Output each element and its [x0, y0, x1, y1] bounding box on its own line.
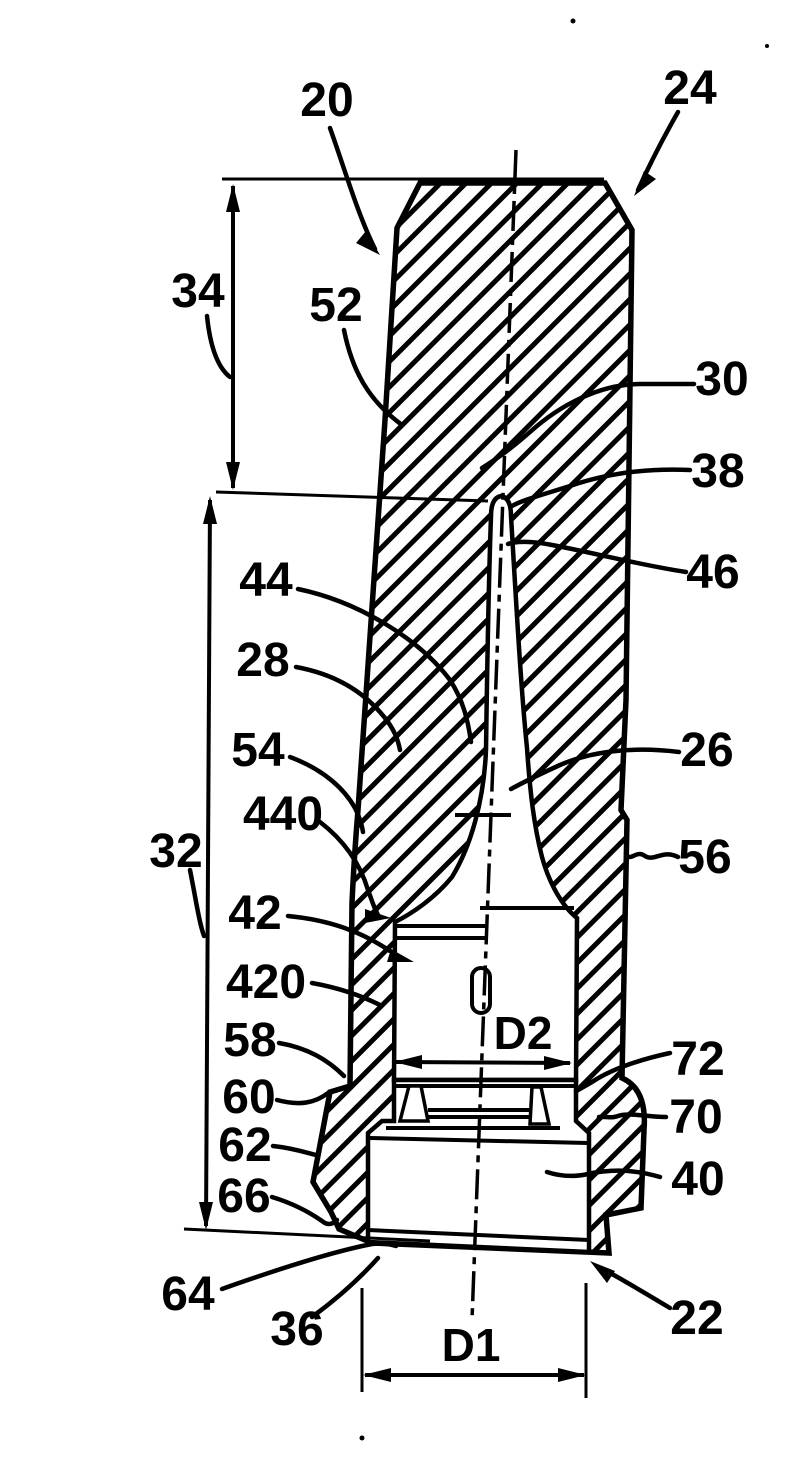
ref-label-420: 420 [226, 956, 306, 1009]
ref-label-62: 62 [218, 1119, 271, 1172]
ref-label-24: 24 [663, 62, 717, 115]
mid-extension-line [215, 490, 489, 503]
seat-spring-left [397, 1084, 431, 1123]
dim-32-arrow-up [203, 496, 217, 524]
leader-arrowheads [356, 171, 656, 1283]
ref-label-72: 72 [671, 1033, 724, 1086]
leader-30 [479, 381, 697, 471]
speck-bottom [359, 1435, 365, 1441]
ref-label-58: 58 [223, 1014, 276, 1067]
arrow-42 [387, 949, 414, 962]
ref-label-38: 38 [691, 445, 744, 498]
dim-34-arrow-up [226, 184, 240, 212]
ref-label-54: 54 [231, 724, 285, 777]
ref-label-34: 34 [171, 265, 225, 318]
leader-72 [573, 1050, 673, 1094]
seat-spring-right [528, 1085, 552, 1126]
arrow-22 [590, 1261, 615, 1283]
ref-label-60: 60 [222, 1071, 275, 1124]
dim-d2-arrow-left [394, 1055, 422, 1069]
leader-62 [270, 1143, 319, 1158]
arrow-440 [365, 909, 391, 923]
leader-34 [204, 313, 233, 380]
leader-66 [269, 1194, 340, 1227]
arrow-20 [356, 231, 380, 255]
sleeve-bottom-rim-line [367, 1228, 590, 1242]
leader-54 [287, 754, 366, 835]
dim-32-arrow-down [199, 1202, 213, 1230]
leader-52 [341, 327, 405, 428]
ref-label-36: 36 [270, 1303, 323, 1356]
ref-label-42: 42 [228, 887, 281, 940]
leader-64 [219, 1241, 399, 1292]
scan-artifacts [359, 18, 769, 1441]
speck-right [765, 44, 769, 48]
reference-labels: 20 24 34 52 30 38 46 44 28 54 440 26 56 … [149, 62, 748, 1356]
dim-d2-arrow-right [544, 1056, 572, 1070]
leader-46 [505, 539, 689, 575]
inner-channel-cavity [391, 493, 580, 1083]
dim-line-d2 [395, 1060, 571, 1065]
internal-details [367, 813, 590, 1242]
ref-label-20: 20 [300, 74, 353, 127]
bottom-extension-line [183, 1227, 431, 1243]
ref-label-26: 26 [680, 724, 733, 777]
ref-label-32: 32 [149, 825, 202, 878]
arrow-24 [634, 171, 656, 196]
dim-34-arrow-down [226, 462, 240, 490]
ref-label-64: 64 [161, 1268, 215, 1321]
ref-label-56: 56 [678, 831, 731, 884]
leader-44 [295, 586, 474, 745]
ref-label-30: 30 [695, 353, 748, 406]
leader-60 [274, 1090, 331, 1106]
leader-56 [624, 851, 681, 860]
dim-label-d2: D2 [494, 1007, 553, 1059]
dim-d1-arrow-right [558, 1368, 586, 1382]
leader-36 [309, 1255, 381, 1320]
dim-label-d1: D1 [442, 1319, 501, 1371]
ref-label-40: 40 [671, 1153, 724, 1206]
dim-d1-arrow-left [363, 1368, 391, 1382]
center-slot [470, 966, 492, 1015]
ref-label-440: 440 [243, 788, 323, 841]
leader-42 [285, 913, 393, 954]
leader-22 [609, 1271, 673, 1311]
ref-label-44: 44 [239, 554, 293, 607]
ref-label-46: 46 [686, 546, 739, 599]
ref-label-22: 22 [670, 1292, 723, 1345]
leader-28 [293, 664, 403, 753]
dimensions [183, 177, 604, 1398]
leader-40 [544, 1168, 663, 1180]
leader-420 [309, 980, 383, 1008]
leader-26 [508, 747, 682, 792]
leader-32 [187, 867, 207, 939]
ref-label-70: 70 [669, 1091, 722, 1144]
leader-58 [276, 1040, 347, 1079]
dimension-labels: D2 D1 [442, 1007, 553, 1371]
ref-label-66: 66 [217, 1170, 270, 1223]
leader-70 [596, 1112, 669, 1120]
ref-label-28: 28 [236, 634, 289, 687]
leader-lines [187, 109, 697, 1320]
speck-top [570, 18, 576, 24]
leader-20 [327, 125, 378, 252]
centerline [470, 149, 518, 1321]
ref-label-52: 52 [309, 279, 362, 332]
leader-38 [509, 467, 693, 509]
dim-line-32 [204, 499, 212, 1227]
leader-440 [317, 819, 381, 918]
